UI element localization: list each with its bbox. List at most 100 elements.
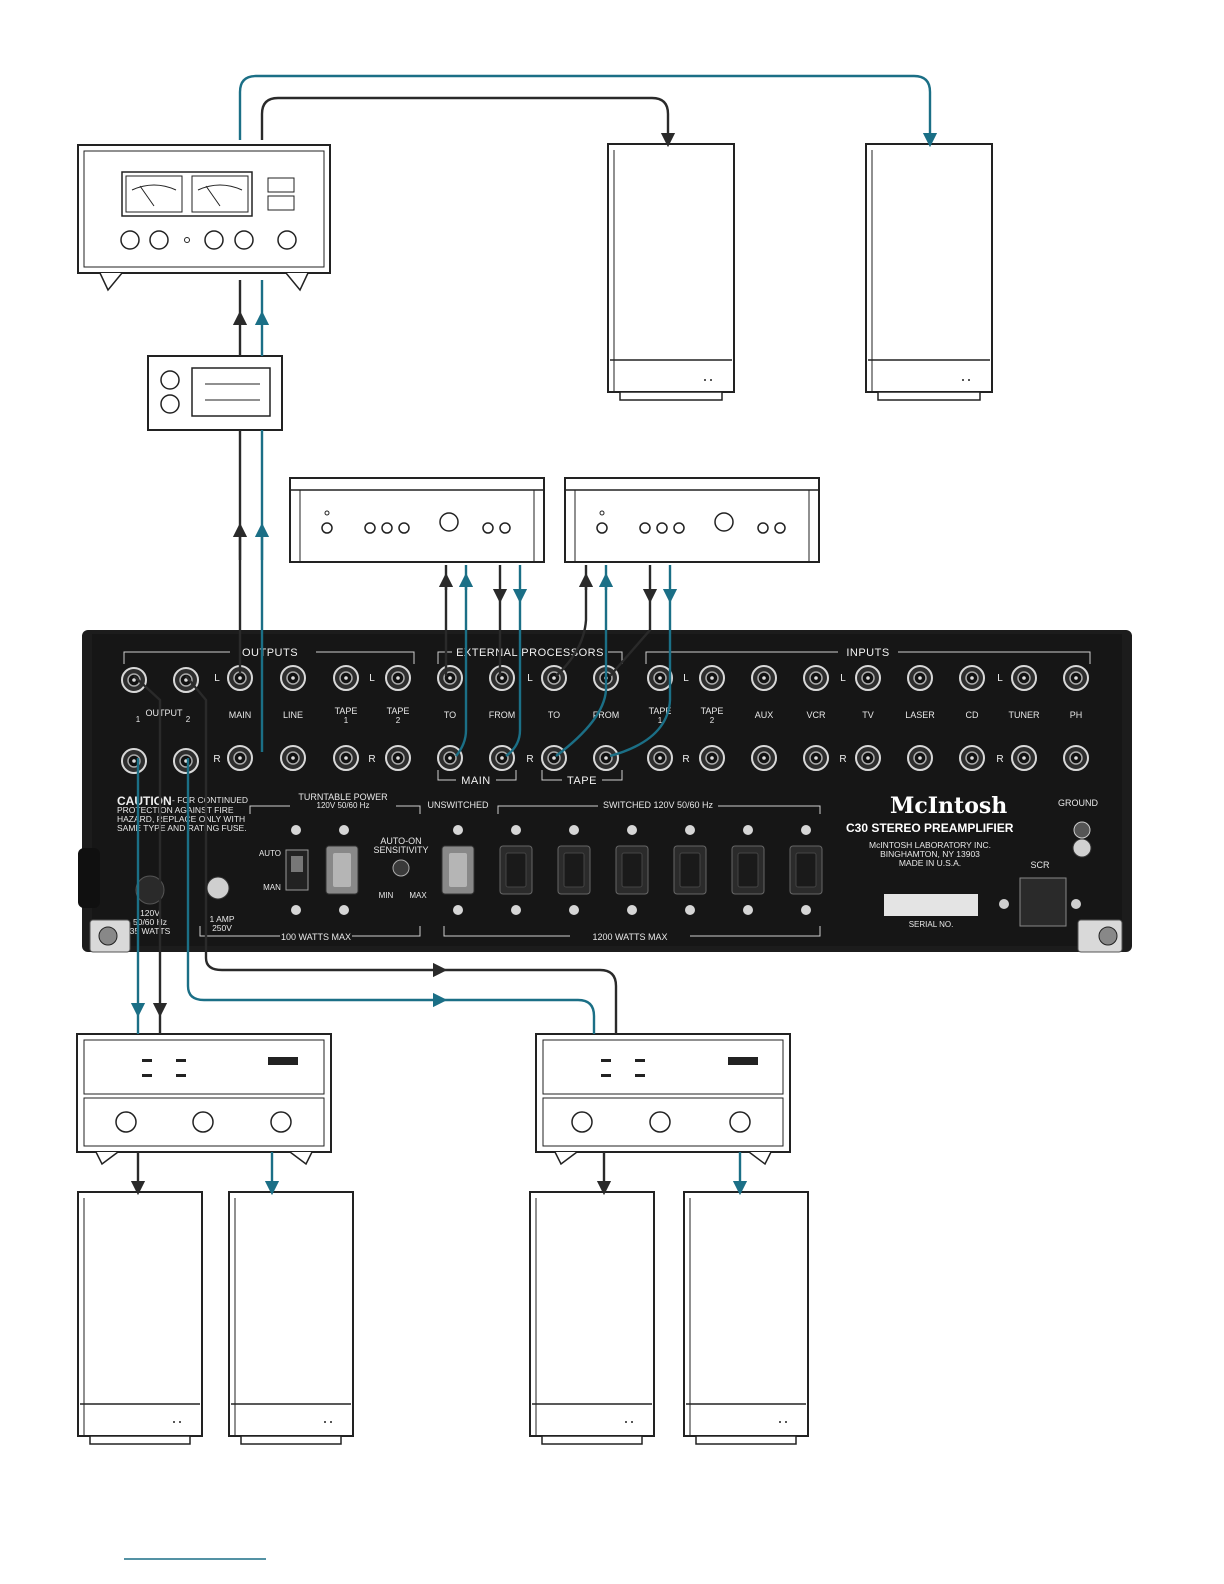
left-channel-jacks (121, 665, 1089, 693)
jack-left (751, 665, 777, 691)
signal-cables (130, 74, 938, 1196)
external-processors-label: EXTERNAL PROCESSORS (456, 647, 604, 659)
switched-label: SWITCHED 120V 50/60 Hz (603, 800, 714, 810)
jack-label: TAPE (387, 706, 410, 716)
jack-left (227, 665, 253, 691)
caution-line-4: SAME TYPE AND RATING FUSE. (117, 823, 247, 833)
maker-line-1: McINTOSH LABORATORY INC. (869, 840, 991, 850)
screw (801, 825, 811, 835)
screw (453, 905, 463, 915)
inputs-label: INPUTS (846, 647, 889, 659)
jack-right (803, 745, 829, 771)
speaker-bottom-3 (529, 1191, 655, 1445)
maker-line-2: BINGHAMTON, NY 13903 (880, 849, 980, 859)
fuse-spec-2: 250V (212, 923, 232, 933)
serial-label: SERIAL NO. (909, 920, 954, 929)
jack-label-number: 1 (344, 716, 349, 725)
jack-label: TAPE (701, 706, 724, 716)
screw (511, 905, 521, 915)
caution-line-1: - FOR CONTINUED (172, 795, 248, 805)
jack-left (699, 665, 725, 691)
preamplifier-rear-panel: OUTPUTS EXTERNAL PROCESSORS INPUTS MAIN L… (78, 630, 1132, 953)
right-marker: R (213, 754, 220, 765)
jack-right (227, 745, 253, 771)
ground-terminal (1073, 821, 1091, 839)
left-marker: L (997, 673, 1003, 684)
jack-label-number: 2 (396, 716, 401, 725)
jack-label: TAPE (335, 706, 358, 716)
bottom-speakers (77, 1191, 809, 1445)
screw (801, 905, 811, 915)
screw (743, 905, 753, 915)
model-name: C30 STEREO PREAMPLIFIER (846, 821, 1014, 835)
screw (453, 825, 463, 835)
screw (627, 825, 637, 835)
left-marker: L (527, 673, 533, 684)
screw (511, 825, 521, 835)
power-amplifier-left (76, 1033, 332, 1166)
switched-outlet (499, 845, 533, 895)
max-label: MAX (409, 891, 427, 900)
ground-label: GROUND (1058, 798, 1098, 808)
jack-label: FROM (489, 710, 516, 720)
speaker-bottom-2 (228, 1191, 354, 1445)
output-1-left-jack (121, 667, 147, 693)
jack-left (1063, 665, 1089, 691)
turntable-power-label: TURNTABLE POWER (298, 792, 388, 802)
watts-1200-label: 1200 WATTS MAX (592, 932, 667, 942)
screw (743, 825, 753, 835)
maker-line-3: MADE IN U.S.A. (899, 858, 961, 868)
sensitivity-knob (392, 859, 410, 877)
speaker-bottom-4 (683, 1191, 809, 1445)
switched-outlet (615, 845, 649, 895)
output-1-label: 1 (136, 715, 141, 724)
jack-label: PH (1070, 710, 1083, 720)
screw (339, 905, 349, 915)
min-label: MIN (379, 891, 394, 900)
jack-label: TO (444, 710, 456, 720)
jack-label: VCR (806, 710, 826, 720)
jack-right (1063, 745, 1089, 771)
jack-label-number: 1 (658, 716, 663, 725)
sensitivity-label: SENSITIVITY (373, 845, 428, 855)
power-spec-2: 50/60 Hz (133, 917, 167, 927)
jack-right (333, 745, 359, 771)
jack-right (489, 745, 515, 771)
switched-outlet (673, 845, 707, 895)
caution-line-3: HAZARD, REPLACE ONLY WITH (117, 814, 245, 824)
main-group-label: MAIN (461, 775, 491, 787)
switched-outlet (731, 845, 765, 895)
unswitched-label: UNSWITCHED (428, 800, 489, 810)
jack-right (437, 745, 463, 771)
screw (291, 825, 301, 835)
jack-right (280, 745, 306, 771)
screw (569, 905, 579, 915)
outputs-label: OUTPUTS (242, 647, 298, 659)
external-processor-tape (564, 477, 820, 563)
jack-label: TAPE (649, 706, 672, 716)
brand-logo: McIntosh (890, 793, 1007, 819)
jack-left (280, 665, 306, 691)
power-amplifier-right (535, 1033, 791, 1166)
jack-label: CD (966, 710, 979, 720)
jack-label: TO (548, 710, 560, 720)
screw (627, 905, 637, 915)
screw (569, 825, 579, 835)
turntable-power-spec: 120V 50/60 Hz (317, 801, 370, 810)
output-2-label: 2 (186, 715, 191, 724)
left-marker: L (214, 673, 220, 684)
jack-label: TV (862, 710, 874, 720)
fuse-spec-1: 1 AMP (209, 914, 234, 924)
man-label: MAN (263, 883, 281, 892)
power-spec-1: 120V (140, 908, 160, 918)
power-spec-3: 35 WATTS (130, 926, 171, 936)
equalizer-unit (147, 355, 283, 431)
screw (685, 825, 695, 835)
left-marker: L (683, 673, 689, 684)
jack-left (959, 665, 985, 691)
jack-label: TUNER (1009, 710, 1040, 720)
jack-right (593, 745, 619, 771)
jack-left (489, 665, 515, 691)
